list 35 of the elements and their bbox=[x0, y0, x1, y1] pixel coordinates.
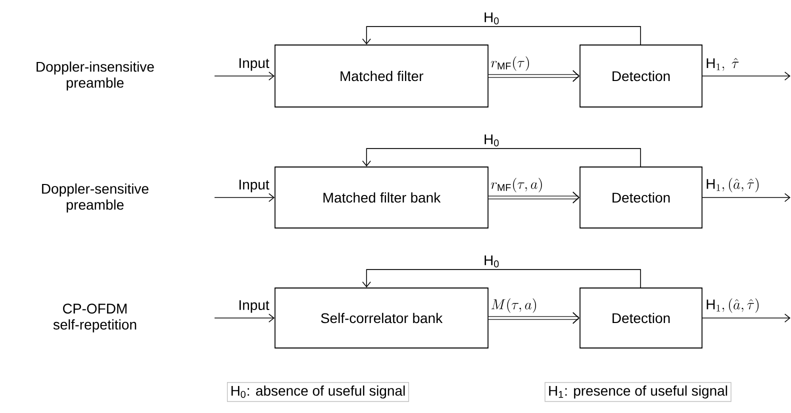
note: H$_{0}$: absence of useful signal bbox=[226, 382, 410, 402]
edge-label: $\text{H}_1,(\hat{a},\hat{\tau})$ bbox=[706, 298, 759, 313]
arrow bbox=[488, 312, 580, 324]
edge-label: H$_{0}$ bbox=[484, 255, 499, 268]
edge-label: H$_{0}$ bbox=[484, 134, 499, 146]
edge-label: H$_{0}$ bbox=[484, 12, 499, 24]
arrow bbox=[488, 70, 580, 82]
edge-label: Input bbox=[240, 300, 270, 313]
edge-label: $M(\tau,a)$ bbox=[491, 298, 536, 313]
arrow bbox=[702, 314, 790, 322]
process-box: Matched filter bank bbox=[274, 166, 488, 228]
edge-label: $\text{H}_1,\ \hat{\tau}$ bbox=[706, 58, 739, 71]
note: H$_{1}$: presence of useful signal bbox=[544, 382, 732, 402]
process-box: Matched filter bbox=[274, 44, 488, 108]
arrow bbox=[702, 72, 790, 80]
process-box: Detection bbox=[580, 288, 702, 348]
arrow bbox=[362, 148, 641, 167]
process-box: Detection bbox=[580, 44, 702, 108]
edge-label: Input bbox=[240, 180, 270, 192]
row-label: Doppler-sensitive preamble bbox=[42, 183, 148, 213]
arrow bbox=[362, 269, 641, 288]
process-box: Detection bbox=[580, 166, 702, 228]
edge-label: $r_{\text{MF}}(\tau,a)$ bbox=[491, 178, 542, 192]
row-label: CP-OFDM self-repetition bbox=[53, 304, 136, 332]
edge-label: $\text{H}_1,(\hat{a},\hat{\tau})$ bbox=[706, 178, 759, 192]
arrow bbox=[702, 193, 790, 202]
edge-label: $r_{\text{MF}}(\tau)$ bbox=[491, 56, 529, 71]
process-box: Self-correlator bank bbox=[274, 288, 488, 348]
row-label: Doppler-insensitive preamble bbox=[36, 61, 154, 91]
arrow bbox=[214, 193, 275, 202]
arrow bbox=[214, 314, 275, 322]
arrow bbox=[214, 72, 275, 80]
arrow bbox=[362, 26, 641, 45]
arrow bbox=[488, 192, 580, 204]
edge-label: Input bbox=[240, 58, 270, 71]
